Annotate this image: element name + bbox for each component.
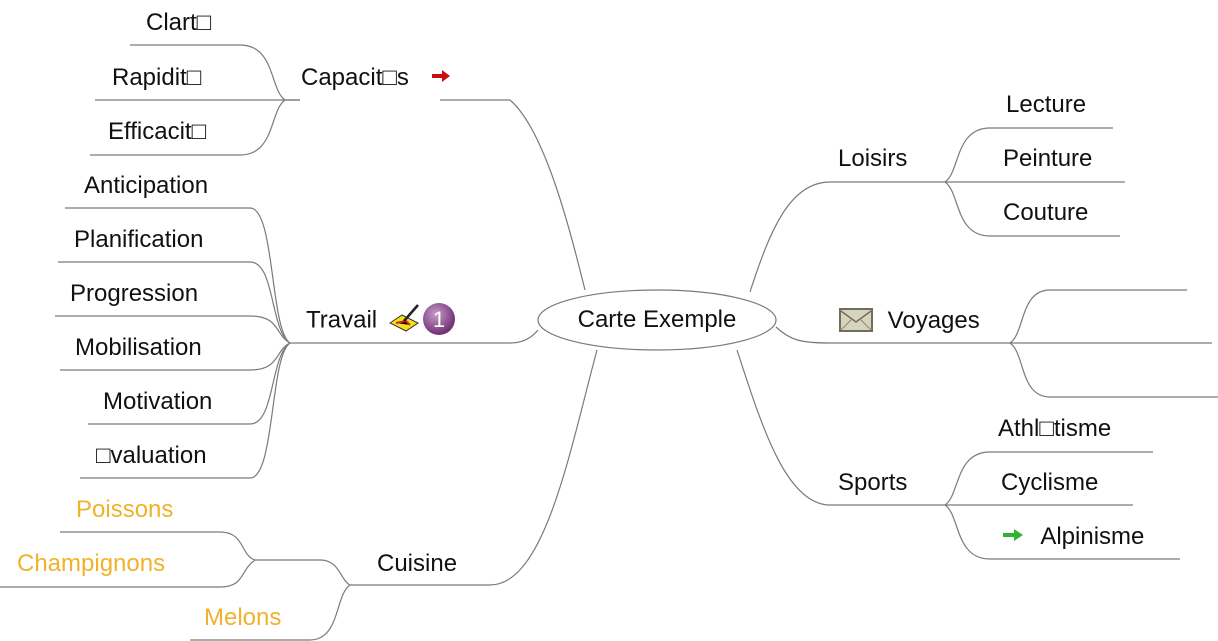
center-node-outline bbox=[537, 289, 777, 351]
central-topic[interactable]: Carte Exemple bbox=[538, 290, 776, 350]
topic-travail[interactable]: Travail 1 bbox=[306, 303, 456, 336]
subtopic-progression[interactable]: Progression bbox=[70, 280, 199, 307]
topic-voyages-label: Voyages bbox=[887, 307, 980, 334]
subtopic-champignons[interactable]: Champignons bbox=[17, 550, 166, 577]
svg-text:1: 1 bbox=[433, 307, 445, 332]
envelope-icon bbox=[839, 307, 873, 332]
topic-capacites-label: Capacit□s bbox=[301, 64, 409, 91]
subtopic-cyclisme[interactable]: Cyclisme bbox=[1001, 469, 1099, 496]
subtopic-couture[interactable]: Couture bbox=[1003, 199, 1089, 226]
subtopic-motivation[interactable]: Motivation bbox=[103, 388, 213, 415]
subtopic-planification[interactable]: Planification bbox=[74, 226, 204, 253]
red-arrow-icon bbox=[431, 69, 450, 82]
subtopic-melons[interactable]: Melons bbox=[204, 604, 282, 631]
priority-1-badge-icon: 1 bbox=[423, 303, 456, 335]
subtopic-alpinisme-label: Alpinisme bbox=[1040, 523, 1145, 550]
subtopic-lecture[interactable]: Lecture bbox=[1006, 91, 1087, 118]
topic-cuisine[interactable]: Cuisine bbox=[377, 550, 458, 577]
subtopic-clarte[interactable]: Clart□ bbox=[146, 9, 212, 36]
subtopic-anticipation[interactable]: Anticipation bbox=[84, 172, 209, 199]
subtopic-athletisme[interactable]: Athl□tisme bbox=[998, 415, 1112, 442]
subtopic-rapidite[interactable]: Rapidit□ bbox=[112, 64, 202, 91]
subtopic-evaluation[interactable]: □valuation bbox=[96, 442, 207, 469]
topic-travail-label: Travail bbox=[306, 306, 378, 334]
central-topic-label: Carte Exemple bbox=[577, 306, 737, 333]
topic-sports[interactable]: Sports bbox=[838, 469, 908, 496]
subtopic-peinture[interactable]: Peinture bbox=[1003, 145, 1093, 172]
subtopic-poissons[interactable]: Poissons bbox=[76, 496, 174, 523]
subtopic-alpinisme[interactable]: Alpinisme bbox=[1001, 523, 1144, 551]
paintbrush-icon bbox=[388, 304, 419, 332]
green-arrow-icon bbox=[1003, 528, 1023, 541]
subtopic-mobilisation[interactable]: Mobilisation bbox=[75, 334, 202, 361]
topic-voyages[interactable]: Voyages bbox=[839, 307, 980, 335]
subtopic-efficacite[interactable]: Efficacit□ bbox=[108, 118, 207, 145]
topic-capacites[interactable]: Capacit□s bbox=[301, 64, 452, 92]
topic-loisirs[interactable]: Loisirs bbox=[838, 145, 908, 172]
